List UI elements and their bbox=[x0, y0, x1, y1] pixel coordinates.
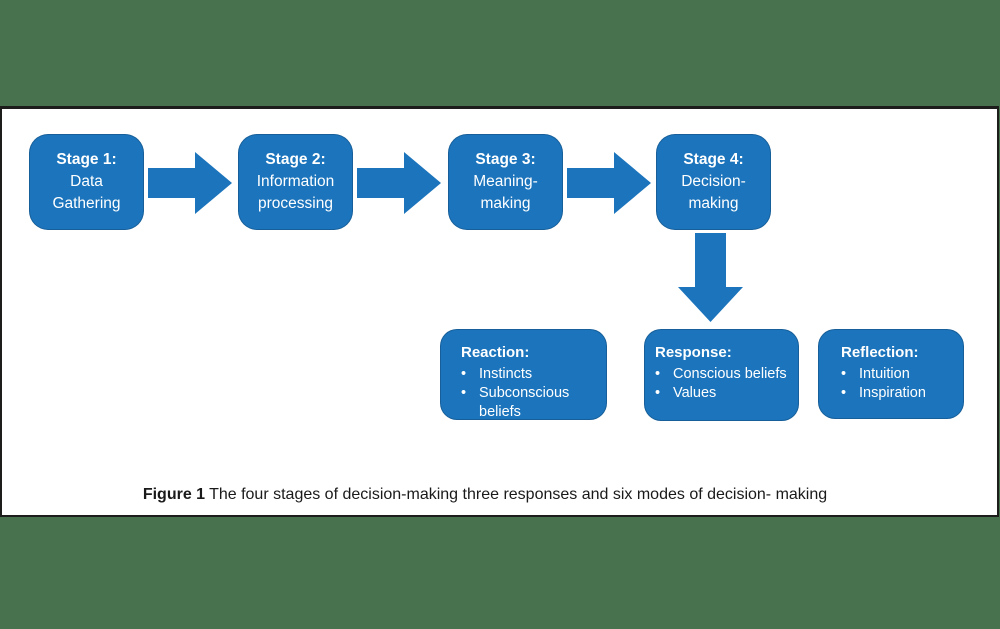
figure-caption-text: The four stages of decision-making three… bbox=[209, 486, 828, 503]
stage-box-2: Stage 2: Information processing bbox=[238, 134, 353, 230]
bullet-label: Conscious beliefs bbox=[673, 366, 787, 382]
bullet-item: • Values bbox=[655, 384, 790, 403]
bullet-label: Values bbox=[673, 385, 717, 401]
stage-title: Stage 1: bbox=[56, 151, 117, 168]
right-arrow-icon bbox=[148, 152, 232, 214]
stage-line: making bbox=[688, 195, 739, 212]
stage-title: Stage 2: bbox=[265, 151, 326, 168]
right-arrow-icon bbox=[357, 152, 441, 214]
bullet-icon: • bbox=[461, 366, 467, 382]
stage-line: Information bbox=[256, 173, 335, 190]
stage-box-4: Stage 4: Decision- making bbox=[656, 134, 771, 230]
stage-line: processing bbox=[258, 195, 333, 212]
bullet-item: • Conscious beliefs bbox=[655, 365, 790, 384]
stage-line: Meaning- bbox=[473, 173, 538, 190]
right-arrow-icon bbox=[567, 152, 651, 214]
stage-line: Decision- bbox=[681, 173, 746, 190]
bullet-label: Subconscious beliefs bbox=[479, 385, 570, 420]
mode-box-reflection: Reflection: • Intuition • Inspiration bbox=[818, 329, 964, 419]
bullet-icon: • bbox=[461, 385, 467, 401]
stage-title: Stage 4: bbox=[683, 151, 744, 168]
bullet-label: Instincts bbox=[479, 366, 533, 382]
mode-title: Reflection: bbox=[841, 344, 919, 361]
down-arrow-icon bbox=[678, 233, 743, 322]
stage-box-1: Stage 1: Data Gathering bbox=[29, 134, 144, 230]
bullet-item: • Intuition bbox=[841, 365, 955, 384]
right-arrow-icon bbox=[567, 152, 651, 214]
figure-caption-label: Figure 1 bbox=[142, 486, 206, 503]
mode-box-response: Response: • Conscious beliefs • Values bbox=[644, 329, 799, 421]
bullet-label: Inspiration bbox=[859, 385, 926, 401]
bullet-icon: • bbox=[655, 366, 661, 382]
bullet-item: • Inspiration bbox=[841, 384, 955, 403]
bullet-item: • Subconscious beliefs bbox=[461, 384, 598, 422]
down-arrow-icon bbox=[678, 233, 743, 322]
mode-box-reaction: Reaction: • Instincts • Subconscious bel… bbox=[440, 329, 607, 420]
bullet-icon: • bbox=[655, 385, 661, 401]
stage-box-3: Stage 3: Meaning- making bbox=[448, 134, 563, 230]
right-arrow-icon bbox=[148, 152, 232, 214]
mode-title: Response: bbox=[655, 344, 732, 361]
bullet-item: • Instincts bbox=[461, 365, 598, 384]
right-arrow-icon bbox=[357, 152, 441, 214]
stage-title: Stage 3: bbox=[475, 151, 536, 168]
stage-line: Gathering bbox=[52, 195, 121, 212]
mode-title: Reaction: bbox=[461, 344, 530, 361]
stage-line: making bbox=[480, 195, 531, 212]
bullet-label: Intuition bbox=[859, 366, 910, 382]
bullet-icon: • bbox=[841, 385, 847, 401]
bullet-icon: • bbox=[841, 366, 847, 382]
stage-line: Data bbox=[70, 173, 103, 190]
